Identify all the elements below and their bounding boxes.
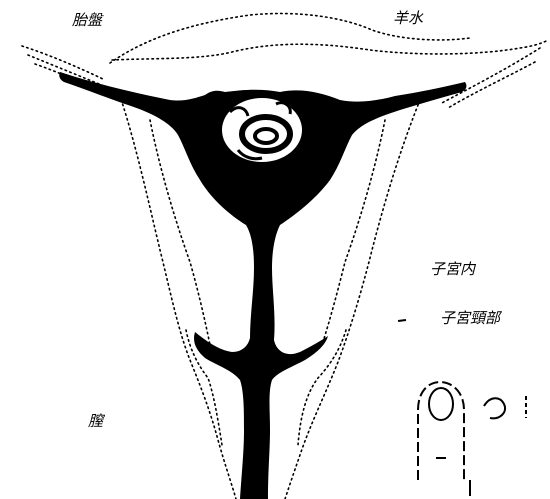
label-uterus-inside: 子宮内 bbox=[430, 262, 475, 277]
right-fiber-lines bbox=[440, 48, 540, 108]
label-amniotic-fluid: 羊水 bbox=[393, 11, 423, 26]
cervix-marker bbox=[398, 320, 406, 321]
amniotic-sac-lower-outline bbox=[112, 40, 548, 60]
finger-inset-icon bbox=[418, 382, 526, 496]
label-placenta: 胎盤 bbox=[72, 13, 102, 28]
label-vagina: 膣 bbox=[88, 414, 103, 429]
vaginal-wall-right bbox=[298, 330, 346, 445]
label-cervix: 子宮頸部 bbox=[440, 311, 500, 326]
